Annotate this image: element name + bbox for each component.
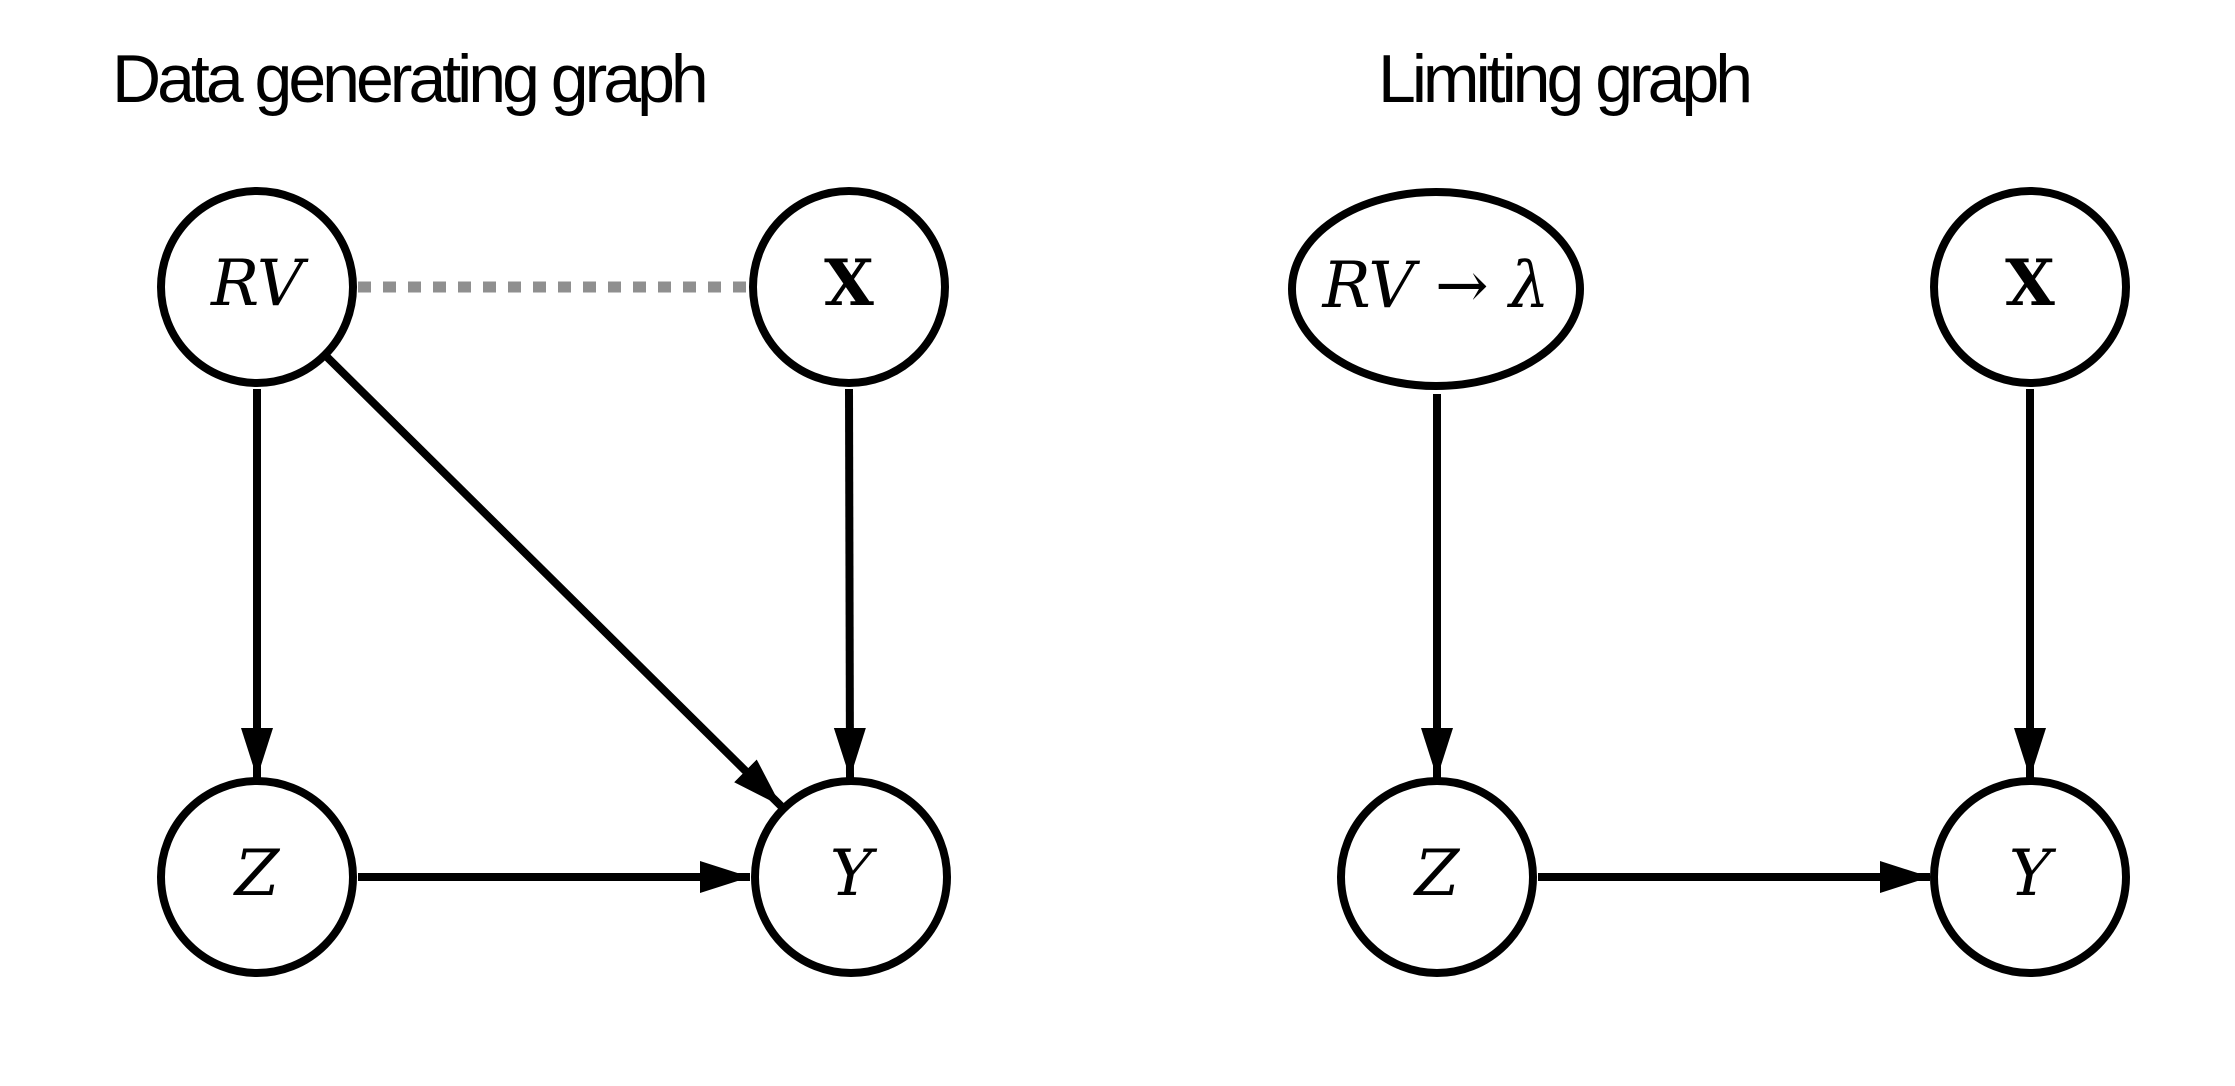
node-rv-lambda-ellipse [1288, 188, 1584, 390]
node-x-circle [749, 187, 949, 387]
edge-x-to-y-arrow [833, 388, 866, 779]
node-z-right-label: Z [1413, 837, 1461, 911]
node-y: Y [751, 777, 951, 977]
node-rv-circle [157, 187, 357, 387]
edge-rv-to-y-arrow [323, 353, 784, 809]
node-x: X [749, 187, 949, 387]
node-y-right-circle [1930, 777, 2130, 977]
node-z-right-circle [1337, 777, 1537, 977]
node-y-right: Y [1930, 777, 2130, 977]
right-graph: Limiting graph RV → λ X Z Y [1288, 41, 2130, 977]
node-rv-lambda: RV → λ [1288, 188, 1584, 390]
node-rv-lambda-label: RV → λ [1322, 249, 1550, 323]
node-rv: RV [157, 187, 357, 387]
node-x-right: X [1930, 187, 2130, 387]
node-z-label: Z [233, 837, 281, 911]
node-y-label: Y [830, 837, 878, 911]
node-x-right-label: X [2005, 246, 2055, 321]
right-graph-title: Limiting graph [1378, 41, 1749, 117]
node-y-right-label: Y [2009, 837, 2057, 911]
node-z: Z [157, 777, 357, 977]
node-z-circle [157, 777, 357, 977]
left-graph-title: Data generating graph [112, 41, 705, 117]
left-graph: Data generating graph RV X Z [112, 41, 951, 977]
node-x-label: X [824, 246, 874, 321]
node-z-right: Z [1337, 777, 1537, 977]
node-rv-label: RV [210, 247, 309, 321]
node-y-circle [751, 777, 951, 977]
node-x-right-circle [1930, 187, 2130, 387]
